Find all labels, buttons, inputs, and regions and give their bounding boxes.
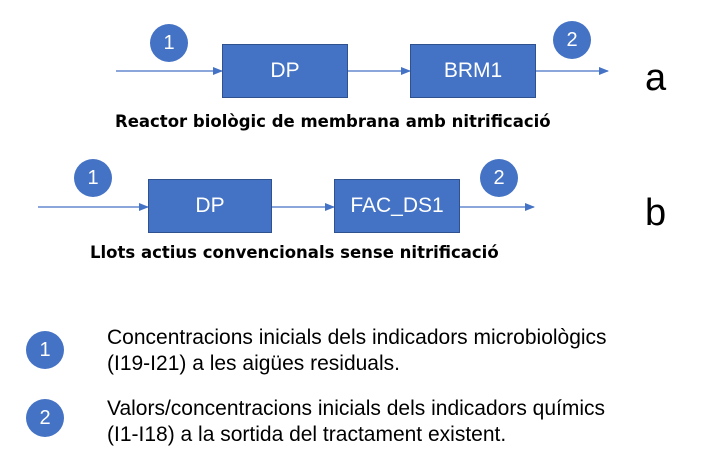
box-b-fac-ds1: FAC_DS1: [334, 179, 460, 233]
box-b-dp: DP: [148, 179, 272, 233]
legend-marker-1: 1: [26, 331, 64, 369]
marker-a-output: 2: [553, 21, 591, 59]
label-b: b: [645, 192, 667, 234]
label-a: a: [645, 57, 667, 99]
legend-marker-2: 2: [26, 399, 64, 437]
legend-text-2-line2: (I1-I18) a la sortida del tractament exi…: [107, 423, 507, 446]
box-a-dp: DP: [222, 44, 348, 98]
legend-text-1: Concentracions inicials dels indicadors …: [107, 325, 607, 377]
legend-text-2-line1: Valors/concentracions inicials dels indi…: [107, 397, 606, 420]
marker-b-output: 2: [480, 159, 518, 197]
marker-b-input: 1: [74, 159, 112, 197]
box-a-brm1: BRM1: [410, 44, 536, 98]
caption-a: Reactor biològic de membrana amb nitrifi…: [115, 112, 551, 131]
caption-b: Llots actius convencionals sense nitrifi…: [90, 243, 499, 262]
legend-text-2: Valors/concentracions inicials dels indi…: [107, 396, 605, 448]
legend-text-1-line1: Concentracions inicials dels indicadors …: [107, 326, 607, 349]
legend-text-1-line2: (I19-I21) a les aigües residuals.: [107, 352, 400, 375]
marker-a-input: 1: [150, 24, 188, 62]
